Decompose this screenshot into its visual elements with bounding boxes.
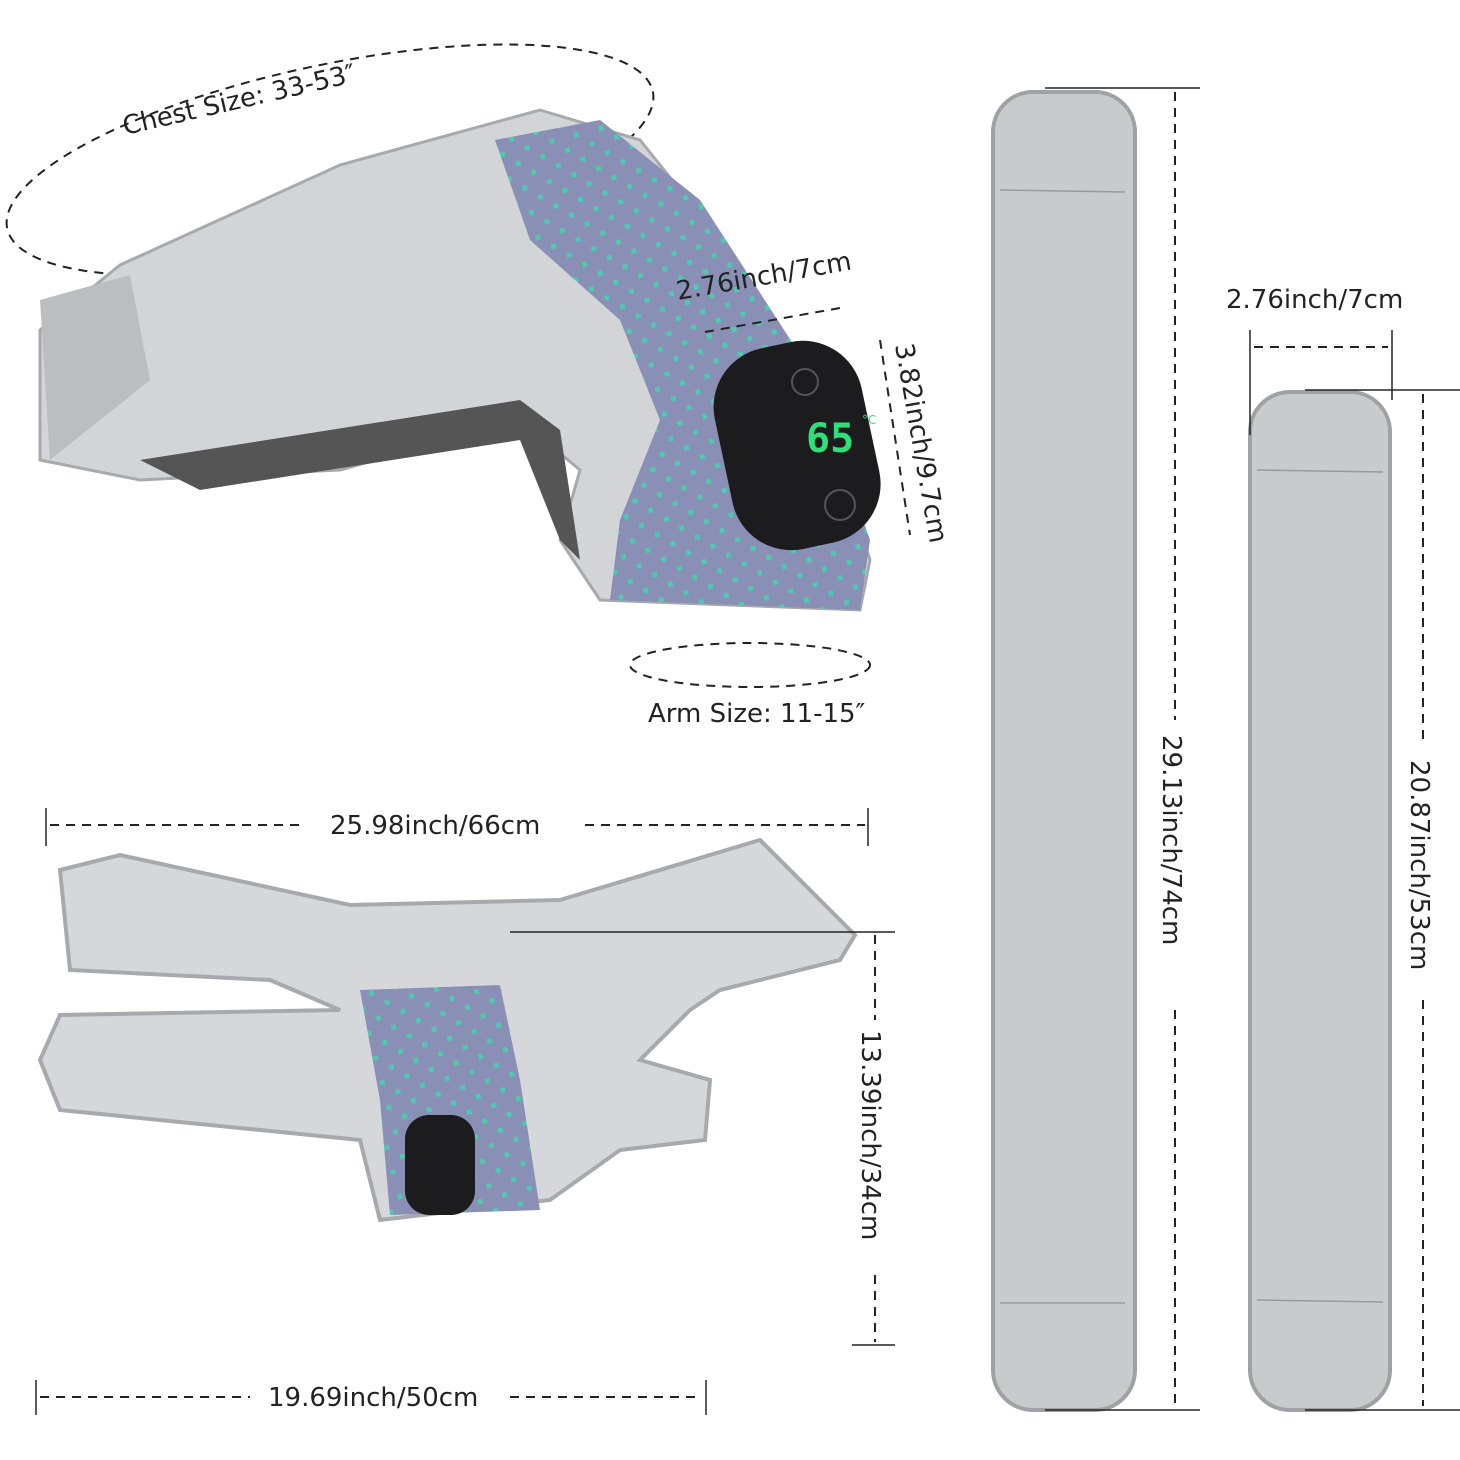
arm-size-label: Arm Size: 11-15″ (648, 699, 866, 729)
short-strap: 2.76inch/7cm 20.87inch/53cm (1226, 285, 1460, 1412)
heat-flame-button-icon[interactable] (824, 489, 856, 521)
short-strap-width-label: 2.76inch/7cm (1226, 285, 1403, 315)
controller-height-line (879, 339, 911, 536)
heating-controller: 65 °C (713, 340, 881, 551)
temperature-unit: °C (862, 413, 876, 427)
bottom-width-label: 19.69inch/50cm (268, 1383, 478, 1413)
temperature-display: 65 (806, 416, 854, 462)
arm-size-loop (629, 642, 871, 688)
short-strap-length-label: 20.87inch/53cm (1404, 760, 1434, 970)
controller-height-label: 3.82inch/9.7cm (888, 341, 953, 545)
height-label: 13.39inch/34cm (855, 1030, 885, 1240)
shoulder-brace-worn-view: 65 °C Chest Size: 33-53″ 2.76inch/7cm 3.… (5, 43, 953, 729)
mode-button-icon[interactable] (791, 368, 819, 396)
strap-end (40, 275, 150, 460)
inner-mesh (140, 400, 580, 560)
controller-width-line (704, 307, 841, 333)
long-strap-length-label: 29.13inch/74cm (1156, 735, 1186, 945)
flat-controller (405, 1115, 475, 1215)
chest-size-label: Chest Size: 33-53″ (120, 59, 359, 142)
top-width-label: 25.98inch/66cm (330, 811, 540, 841)
shoulder-brace-flat-view: 25.98inch/66cm 13.39inch/34cm 19.69inch/… (35, 808, 895, 1415)
long-strap: 29.13inch/74cm (991, 87, 1200, 1412)
